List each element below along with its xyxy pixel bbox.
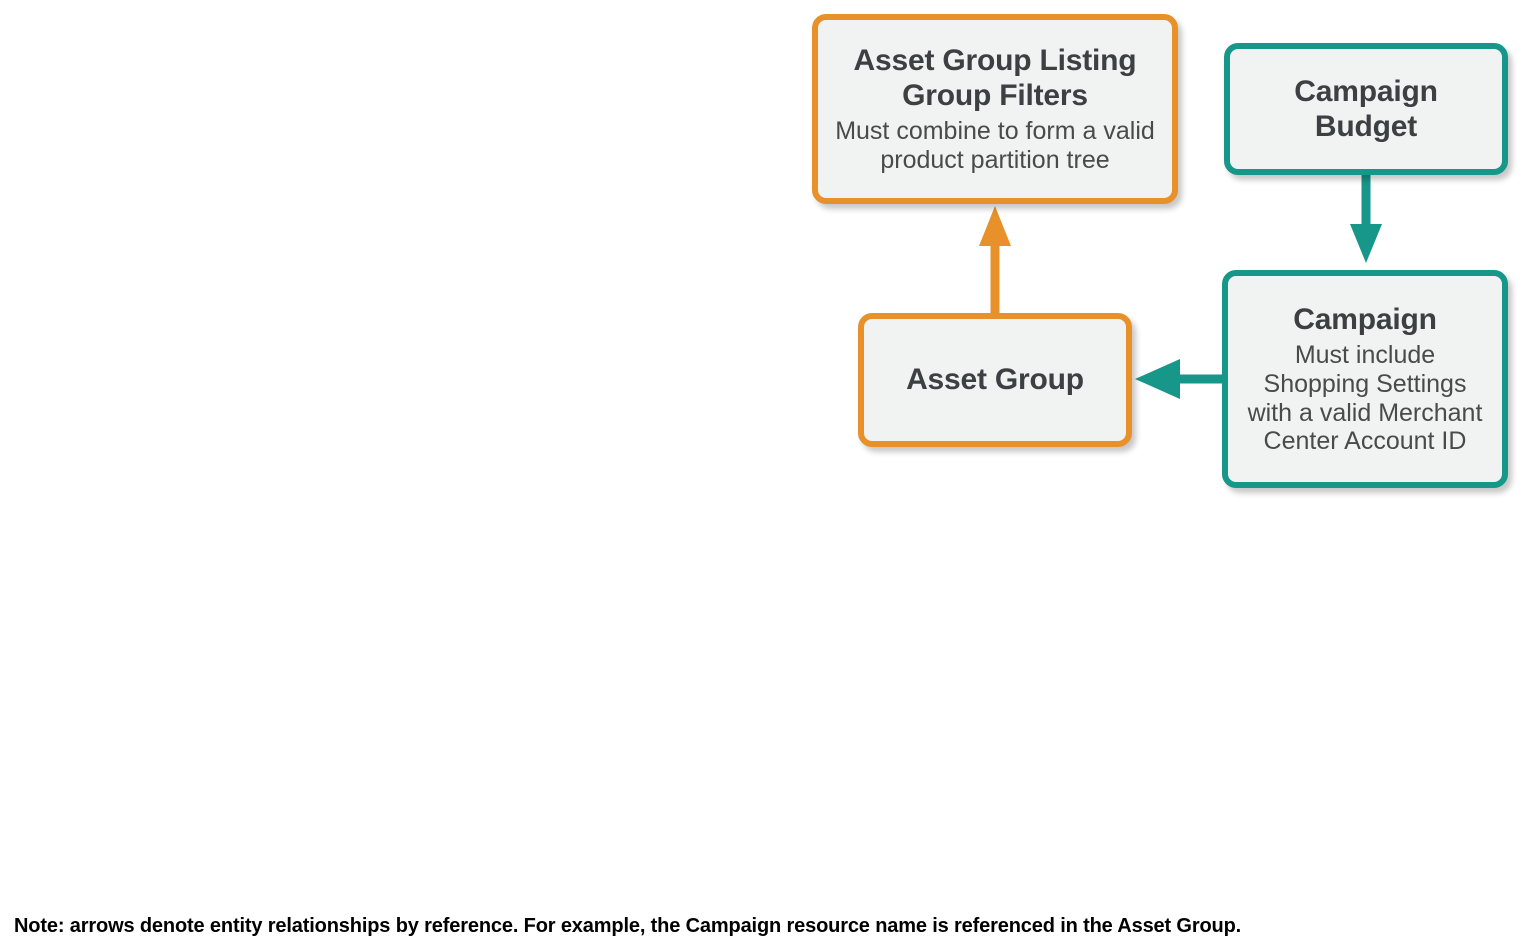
diagram-note: Note: arrows denote entity relationships… (14, 915, 1242, 937)
node-title: Campaign (1293, 302, 1437, 336)
node-title: Asset Group (906, 363, 1084, 397)
node-title: Asset Group Listing Group Filters (853, 44, 1137, 113)
node-asset-group-listing-group-filters[interactable]: Asset Group Listing Group Filters Must c… (812, 14, 1178, 204)
node-subtitle: Must include Shopping Settings with a va… (1247, 341, 1483, 456)
arrow-budget-to-campaign (1350, 175, 1382, 263)
node-asset-group[interactable]: Asset Group (858, 313, 1132, 447)
arrow-campaign-to-asset-group (1135, 359, 1222, 399)
node-subtitle: Must combine to form a valid product par… (835, 117, 1155, 175)
node-campaign[interactable]: Campaign Must include Shopping Settings … (1222, 270, 1508, 488)
node-campaign-budget[interactable]: Campaign Budget (1224, 43, 1508, 175)
node-title: Campaign Budget (1294, 74, 1438, 143)
arrow-asset-group-to-filters (979, 206, 1011, 313)
